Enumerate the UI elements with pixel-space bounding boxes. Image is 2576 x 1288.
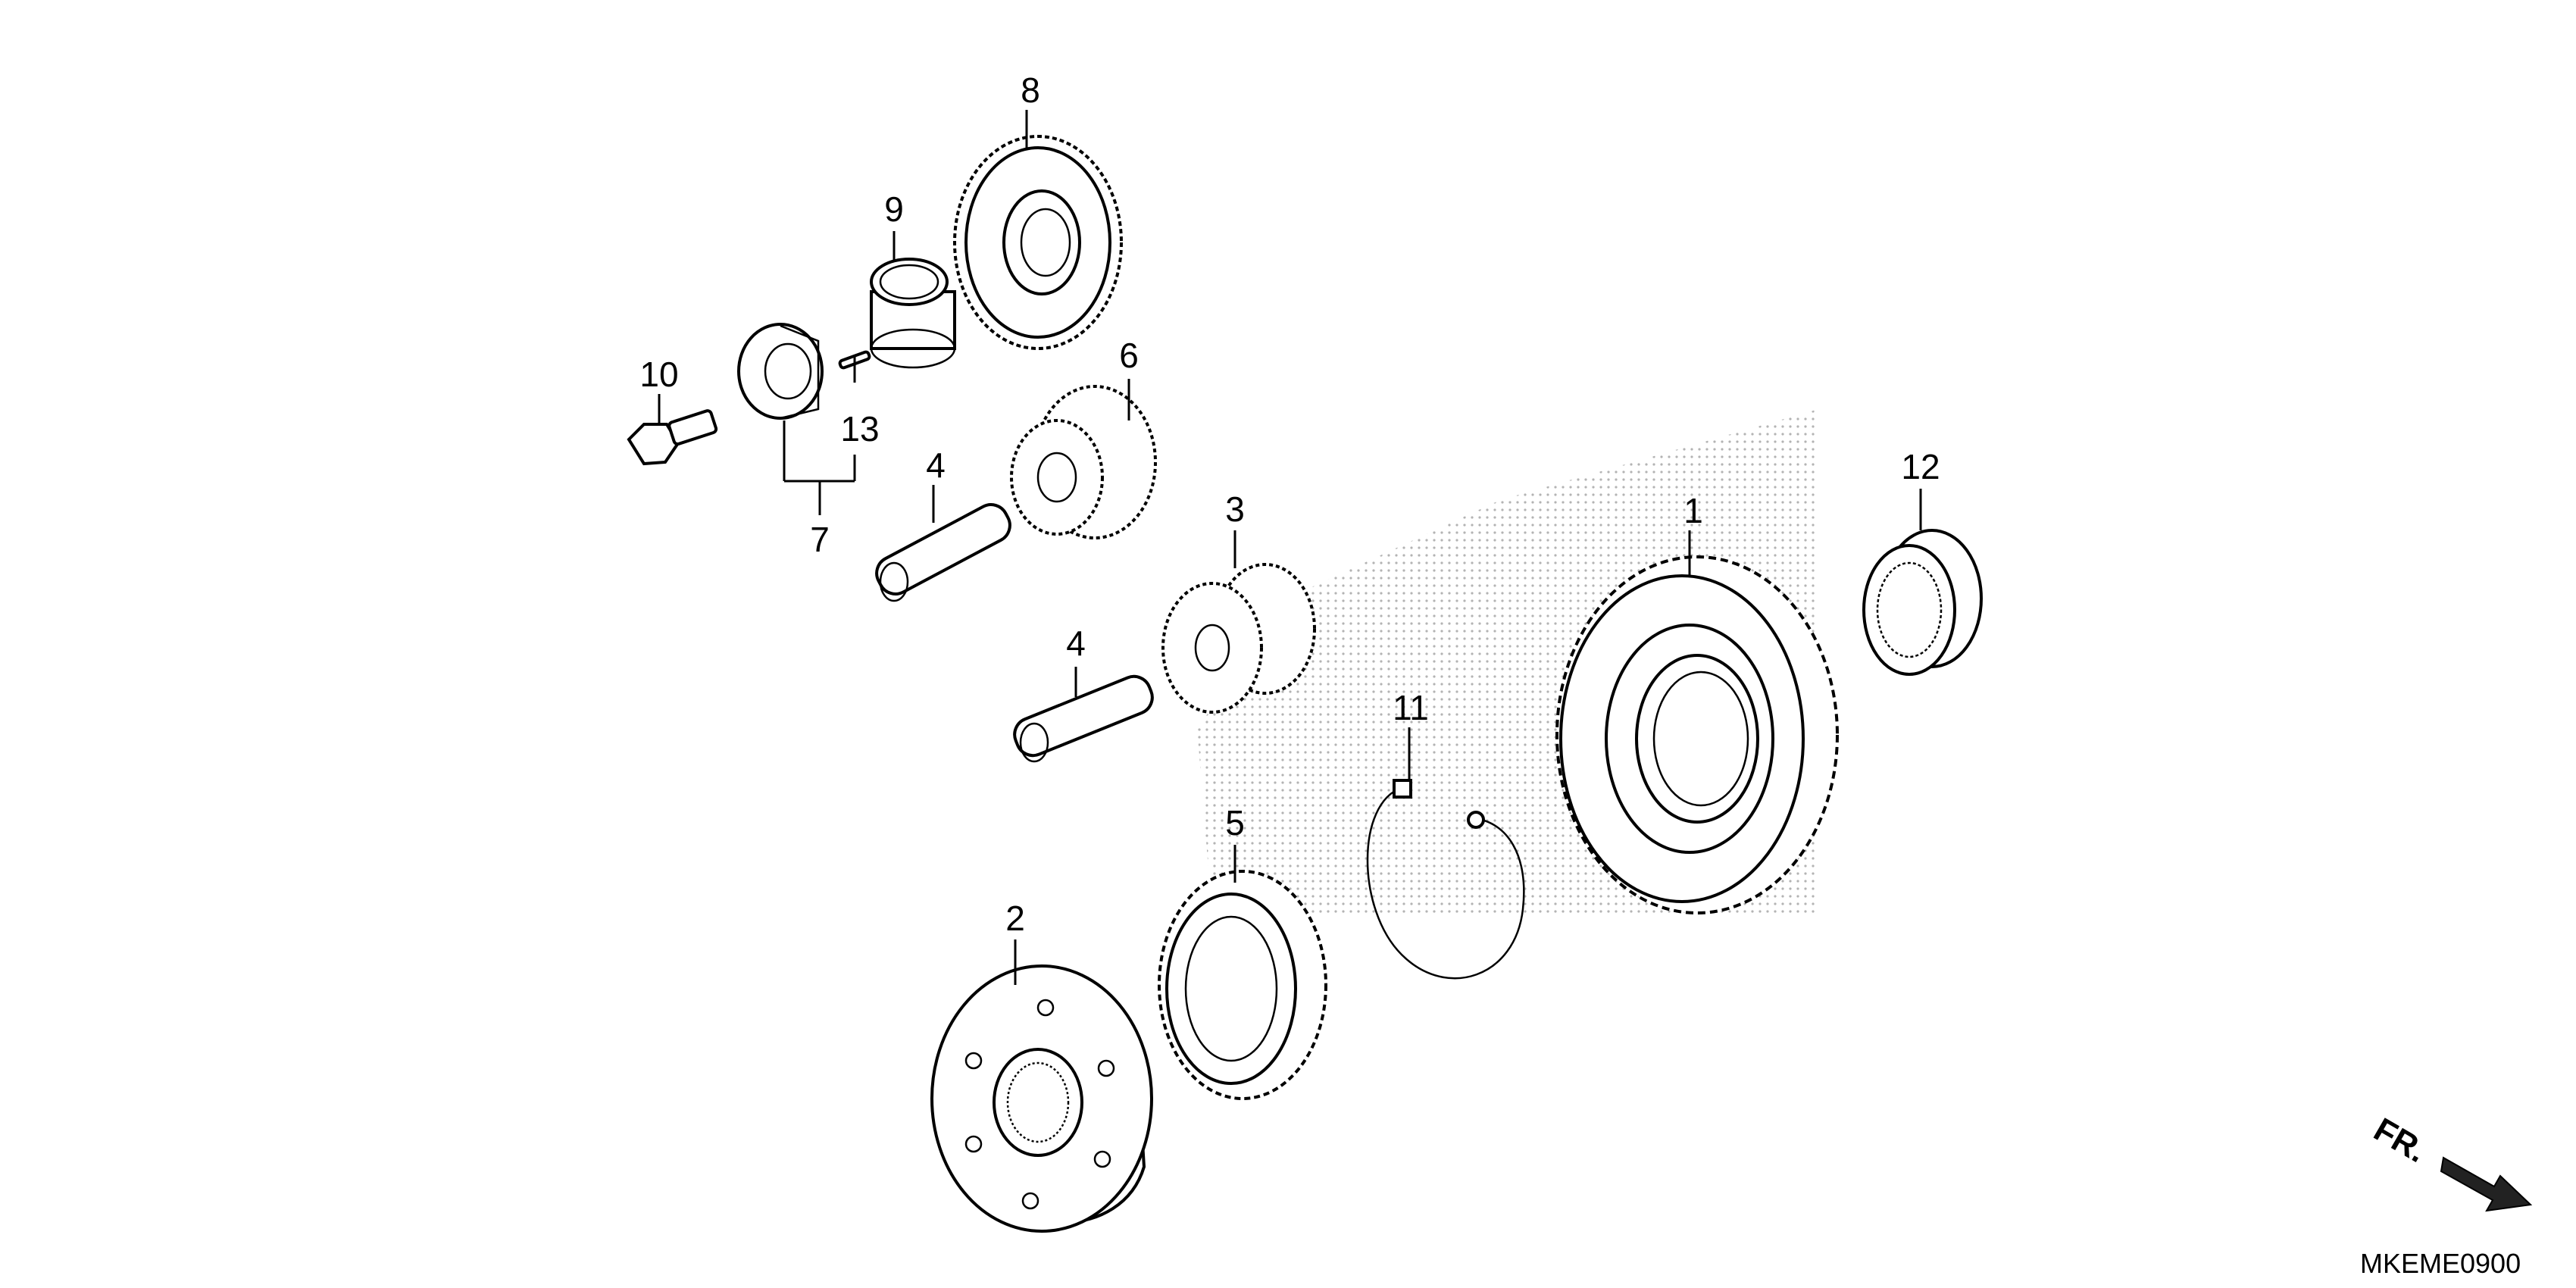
part-5-one-way-clutch[interactable] (1158, 870, 1327, 1100)
part-3-gear[interactable] (1161, 563, 1316, 714)
callout-13: 13 (840, 409, 879, 449)
callout-5: 5 (1225, 803, 1245, 843)
diagram-code: MKEME0900 (2360, 1248, 2521, 1279)
part-7-collar[interactable] (737, 323, 824, 420)
part-9-bushing[interactable] (870, 258, 956, 369)
callout-4-upper: 4 (926, 445, 946, 485)
part-4-shaft-lower[interactable] (1010, 671, 1158, 763)
leader-lines (658, 110, 1922, 985)
callout-2: 2 (1005, 899, 1025, 938)
part-6-gear[interactable] (1010, 385, 1157, 539)
callout-10: 10 (639, 355, 678, 394)
part-4-shaft-upper[interactable] (871, 499, 1015, 602)
callout-11: 11 (1393, 688, 1429, 727)
callout-1: 1 (1683, 491, 1703, 530)
callout-4-lower: 4 (1066, 624, 1086, 663)
callout-3: 3 (1225, 489, 1245, 529)
part-12-needle-bearing[interactable] (1862, 529, 1983, 676)
part-2-clutch-outer[interactable] (930, 964, 1153, 1233)
callout-7: 7 (810, 520, 830, 559)
front-arrow-icon (2440, 1156, 2533, 1212)
part-1-driven-gear[interactable] (1555, 555, 1839, 914)
callout-6: 6 (1119, 336, 1139, 375)
callout-12: 12 (1901, 447, 1940, 486)
callout-9: 9 (884, 189, 904, 229)
part-10-bolt[interactable] (627, 409, 718, 466)
front-label: FR. (2368, 1111, 2433, 1170)
callout-8: 8 (1021, 70, 1040, 110)
part-8-gear[interactable] (953, 135, 1123, 350)
part-11-snap-ring[interactable] (1366, 779, 1525, 980)
front-direction-indicator: FR. (2368, 1111, 2533, 1212)
